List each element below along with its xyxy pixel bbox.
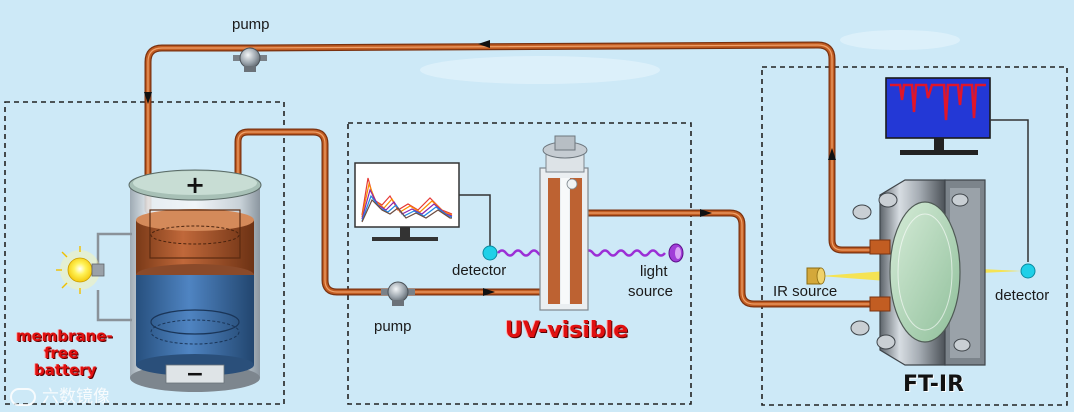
monitor-icon [354, 162, 460, 241]
battery-label-line1: membrane- [16, 327, 113, 345]
uv-spectrum-traces [361, 177, 453, 223]
uv-lamp-icon [668, 243, 684, 263]
battery-label-line2: free [44, 344, 79, 362]
battery-label-line3: battery [34, 361, 97, 379]
watermark-logo-icon [10, 388, 36, 406]
tubing [144, 41, 894, 308]
cuvette-icon [539, 135, 589, 311]
pump-icon [233, 47, 267, 72]
detector-dot-icon [1020, 263, 1036, 279]
pump-icon [381, 281, 415, 306]
light-bulb-icon [56, 246, 105, 294]
pump-bottom-label: pump [374, 318, 412, 335]
ir-spectrum-trace [890, 83, 986, 121]
battery-icon [128, 169, 262, 392]
ir-detector-label: detector [995, 287, 1050, 304]
detector-dot-icon [482, 245, 498, 261]
ir-source-label: IR source [773, 283, 838, 300]
background-cloud [420, 30, 960, 84]
plus-sign: + [185, 171, 205, 199]
uv-detector-label: detector [452, 262, 507, 279]
bulb-wire [96, 232, 132, 322]
ftir-section-box [761, 66, 1068, 406]
monitor-icon [885, 77, 991, 155]
ir-cell-icon [850, 179, 986, 366]
ir-emitter-icon [806, 267, 826, 285]
ftir-title: FT-IR [903, 372, 965, 397]
uv-visible-title: UV-visible [505, 318, 629, 343]
flow-arrows [144, 40, 836, 296]
pump-top-label: pump [232, 16, 270, 33]
uv-section-box [347, 122, 692, 405]
light-source-label-line2: source [628, 283, 674, 300]
watermark-text: 六数镜像 [42, 387, 110, 407]
light-source-label-line1: light [640, 263, 668, 280]
ir-detector-cable [990, 119, 1029, 262]
uv-detector-cable [459, 194, 491, 252]
watermark: 六数镜像 [10, 382, 110, 407]
minus-sign: − [186, 362, 204, 387]
